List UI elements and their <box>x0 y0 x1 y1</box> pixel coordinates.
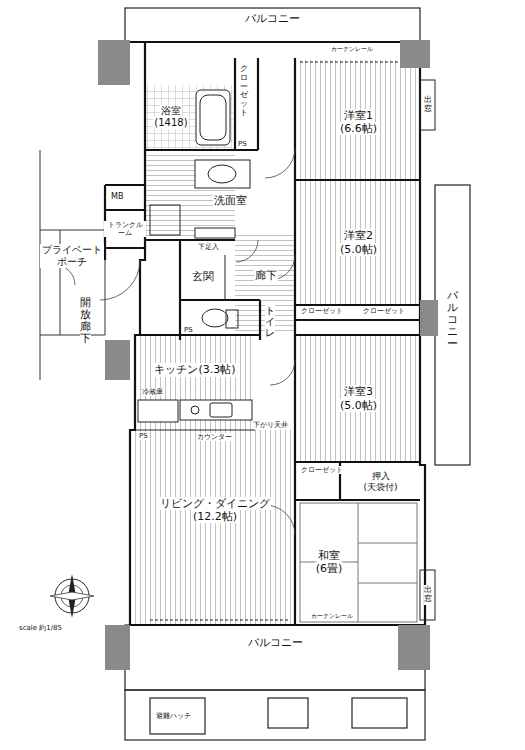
room-name: 玄関 <box>191 270 215 283</box>
curtain-rail: カーテンレール <box>310 612 354 619</box>
western-room: 洋室3(5.0帖) <box>297 335 420 462</box>
closet: クローゼット <box>240 64 248 119</box>
door-swing <box>55 148 295 535</box>
pipe-shaft: PS <box>237 140 248 148</box>
room-size: (6畳) <box>315 562 344 575</box>
living-dining: リビング・ダイニング(12.2帖) <box>137 470 293 550</box>
shoe-cabinet: 下足入 <box>197 243 220 251</box>
room-name: リビング・ダイニング <box>159 497 271 510</box>
hallway: 廊下 <box>238 266 293 286</box>
room-name: 浴室 <box>160 105 182 117</box>
meter-box: MB <box>110 192 124 202</box>
closet: クローゼット <box>362 307 406 315</box>
room-name: 和室 <box>317 549 341 562</box>
room-name: キッチン(3.3帖) <box>153 363 236 376</box>
room-name: 出窓 <box>424 95 432 115</box>
room-name: プライベートポーチ <box>40 244 104 268</box>
room-size: (5.0帖) <box>339 243 378 256</box>
flooring <box>135 60 420 625</box>
room-name: 洋室1 <box>343 109 374 122</box>
tatami <box>300 503 417 622</box>
room-size: (6.6帖) <box>339 122 378 135</box>
western-room: 洋室2(5.0帖) <box>297 180 420 305</box>
room-name: 押入 <box>371 471 391 482</box>
fixtures <box>135 90 255 430</box>
counter: カウンター <box>196 433 233 441</box>
toilet: トイレ <box>262 300 278 342</box>
scale-note: scale 約1/85 <box>18 624 63 632</box>
room-name: 洋室3 <box>343 385 374 398</box>
dropped-ceiling: 下がり天井 <box>252 421 289 429</box>
compass <box>50 574 94 618</box>
porch <box>40 150 105 380</box>
private-porch: プライベートポーチ <box>40 236 104 276</box>
column <box>98 40 438 670</box>
room-name: トイレ <box>265 304 275 339</box>
closet-storage: 押入(天袋付) <box>342 464 419 499</box>
balcony: バルコニー <box>135 632 415 654</box>
curtain-rail: カーテンレール <box>330 45 374 52</box>
japanese-room: 和室(6畳) <box>300 540 358 584</box>
entrance: 玄関 <box>182 258 224 296</box>
room-size: (12.2帖) <box>192 510 238 523</box>
refrigerator: 冷蔵庫 <box>141 388 164 396</box>
pipe-shaft: PS <box>183 326 194 334</box>
bay-window: 出窓 <box>421 82 434 128</box>
balcony: バルコニー <box>437 260 468 380</box>
room-name: 廊下 <box>254 269 278 282</box>
bay-window: 出窓 <box>421 572 434 618</box>
bathroom: 浴室(1418) <box>148 88 194 146</box>
escape-hatch: 避難ハッチ <box>155 712 192 720</box>
walls <box>105 42 425 625</box>
trunk-room: トランクルーム <box>104 211 146 247</box>
room-size: (5.0帖) <box>339 399 378 412</box>
kitchen: キッチン(3.3帖) <box>137 350 253 390</box>
washroom: 洗面室 <box>180 190 280 212</box>
room-name: バルコニー <box>247 636 304 649</box>
balcony-outline <box>125 8 470 740</box>
room-name: バルコニー <box>244 12 301 25</box>
room-name: トランクルーム <box>104 221 146 238</box>
room-name: 洗面室 <box>213 194 248 207</box>
pipe-shaft: PS <box>138 432 149 440</box>
window <box>150 62 435 620</box>
room-size: (1418) <box>153 117 188 129</box>
closet: クローゼット <box>300 466 344 474</box>
room-name: 出窓 <box>424 585 432 605</box>
room-size: (天袋付) <box>362 482 398 493</box>
western-room: 洋室1(6.6帖) <box>297 64 420 180</box>
balcony: バルコニー <box>125 9 420 29</box>
room-name: バルコニー <box>447 289 458 351</box>
open-corridor: 開放廊下 <box>80 296 91 346</box>
room-name: 洋室2 <box>343 229 374 242</box>
closet: クローゼット <box>300 307 344 315</box>
